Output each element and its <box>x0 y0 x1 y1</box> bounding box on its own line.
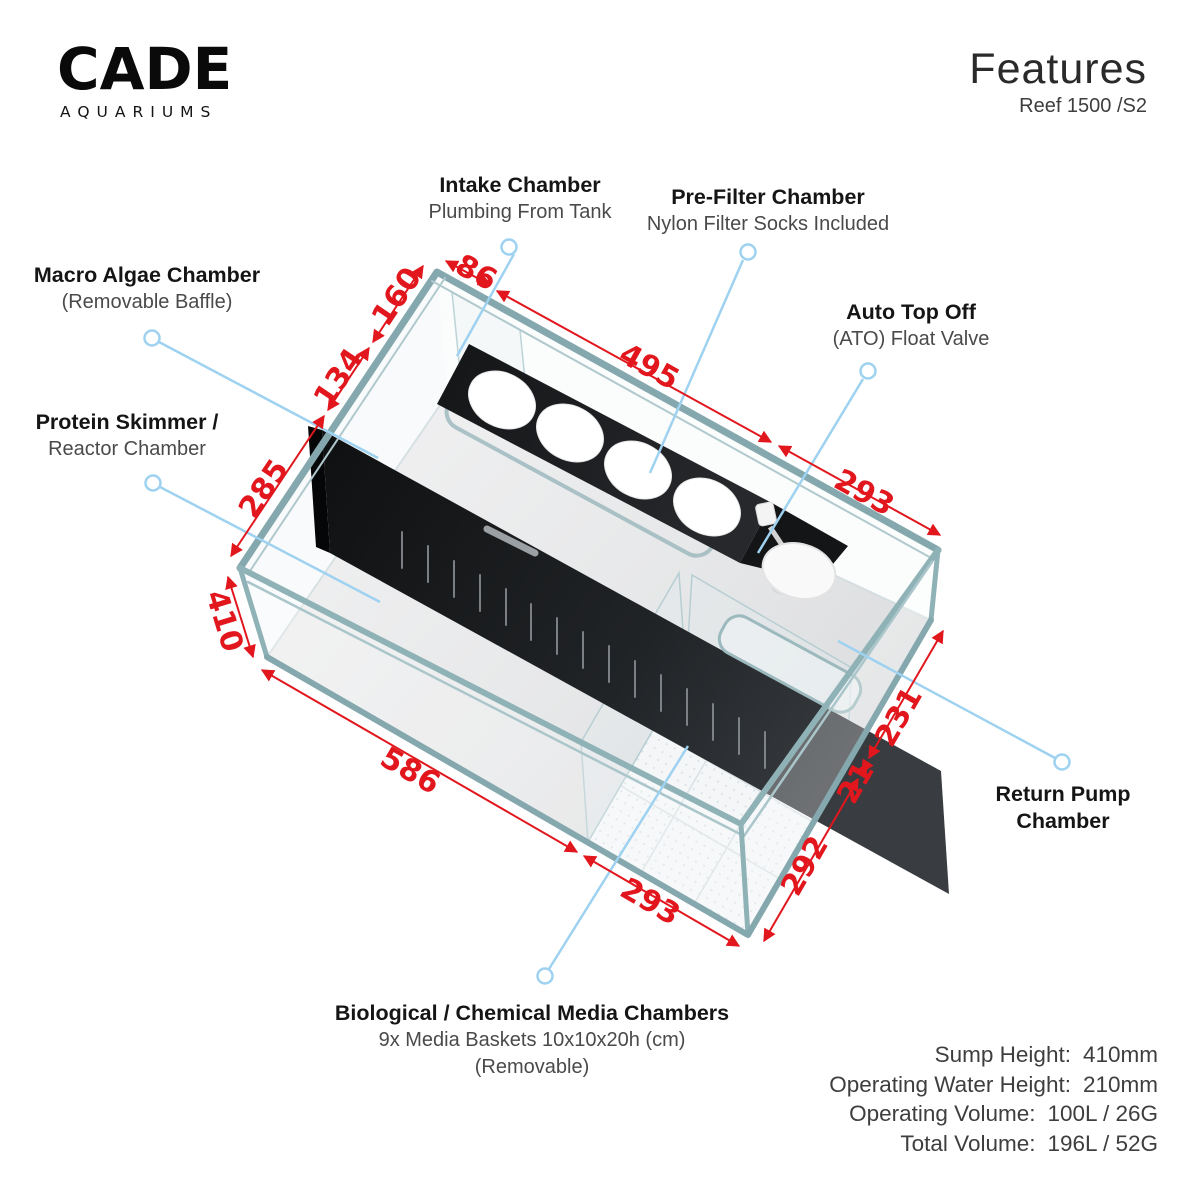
callout-title: Intake Chamber <box>439 173 601 197</box>
leader-dot <box>1053 753 1071 771</box>
leader-dot <box>500 238 518 256</box>
spec-row: Sump Height: 410mm <box>829 1040 1158 1070</box>
leader-dot <box>739 243 757 261</box>
callout-subtitle: 9x Media Baskets 10x10x20h (cm) <box>378 1029 686 1051</box>
callout-auto-top-off: Auto Top Off (ATO) Float Valve <box>833 299 990 353</box>
dimension-arrows <box>225 260 944 947</box>
callout-return-pump-chamber: Return Pump Chamber <box>996 781 1131 835</box>
callout-title: Pre-Filter Chamber <box>671 185 865 209</box>
callout-title: Chamber <box>1016 809 1110 833</box>
leader-dot <box>859 362 877 380</box>
baffle-handle-slot <box>483 525 539 557</box>
leader-dot <box>143 329 161 347</box>
callout-title: Auto Top Off <box>846 300 976 324</box>
spec-value: 210mm <box>1082 1071 1158 1097</box>
baffle-slots <box>401 531 766 769</box>
dim-410: 410 <box>198 586 250 656</box>
spec-label: Total Volume: <box>900 1130 1036 1156</box>
spec-value: 196L / 52G <box>1047 1130 1158 1156</box>
callout-media-chambers: Biological / Chemical Media Chambers 9x … <box>335 1000 729 1081</box>
leader-dot <box>536 967 554 985</box>
spec-list: Sump Height: 410mm Operating Water Heigh… <box>829 1040 1158 1158</box>
page-header: Features Reef 1500 /S2 <box>969 46 1147 118</box>
spec-row: Total Volume: 196L / 52G <box>829 1129 1158 1159</box>
callout-protein-skimmer: Protein Skimmer / Reactor Chamber <box>36 409 219 463</box>
page-title: Features <box>969 45 1147 93</box>
callout-title: Macro Algae Chamber <box>33 263 261 287</box>
callout-subtitle: (ATO) Float Valve <box>832 328 990 350</box>
spec-value: 410mm <box>1082 1042 1158 1067</box>
spec-row: Operating Volume: 100L / 26G <box>829 1099 1158 1129</box>
callout-subtitle: Nylon Filter Socks Included <box>646 213 890 235</box>
brand-tagline: AQUARIUMS <box>60 103 218 121</box>
callout-title: Return Pump <box>995 782 1131 806</box>
spec-value: 100L / 26G <box>1047 1101 1158 1126</box>
callout-subtitle: Plumbing From Tank <box>428 201 612 223</box>
return-weir-slot <box>717 614 863 714</box>
callout-subtitle: Reactor Chamber <box>48 438 206 460</box>
brand-wordmark: CADE <box>57 35 233 103</box>
spec-label: Operating Volume: <box>849 1101 1036 1126</box>
spec-label: Operating Water Height: <box>829 1071 1071 1097</box>
callout-note: (Removable) <box>474 1056 590 1078</box>
callout-prefilter-chamber: Pre-Filter Chamber Nylon Filter Socks In… <box>647 184 889 238</box>
model-subtitle: Reef 1500 /S2 <box>1019 95 1147 117</box>
callout-intake-chamber: Intake Chamber Plumbing From Tank <box>428 172 611 226</box>
spec-label: Sump Height: <box>934 1042 1071 1067</box>
ato-float-valve <box>755 501 837 600</box>
callout-subtitle: (Removable Baffle) <box>61 291 233 313</box>
callout-title: Protein Skimmer / <box>35 410 219 434</box>
leader-dot <box>144 474 162 492</box>
brand-logo: CADE AQUARIUMS <box>57 40 232 121</box>
callout-title: Biological / Chemical Media Chambers <box>334 1001 730 1025</box>
spec-row: Operating Water Height: 210mm <box>829 1070 1158 1100</box>
callout-macro-algae-chamber: Macro Algae Chamber (Removable Baffle) <box>34 262 260 316</box>
